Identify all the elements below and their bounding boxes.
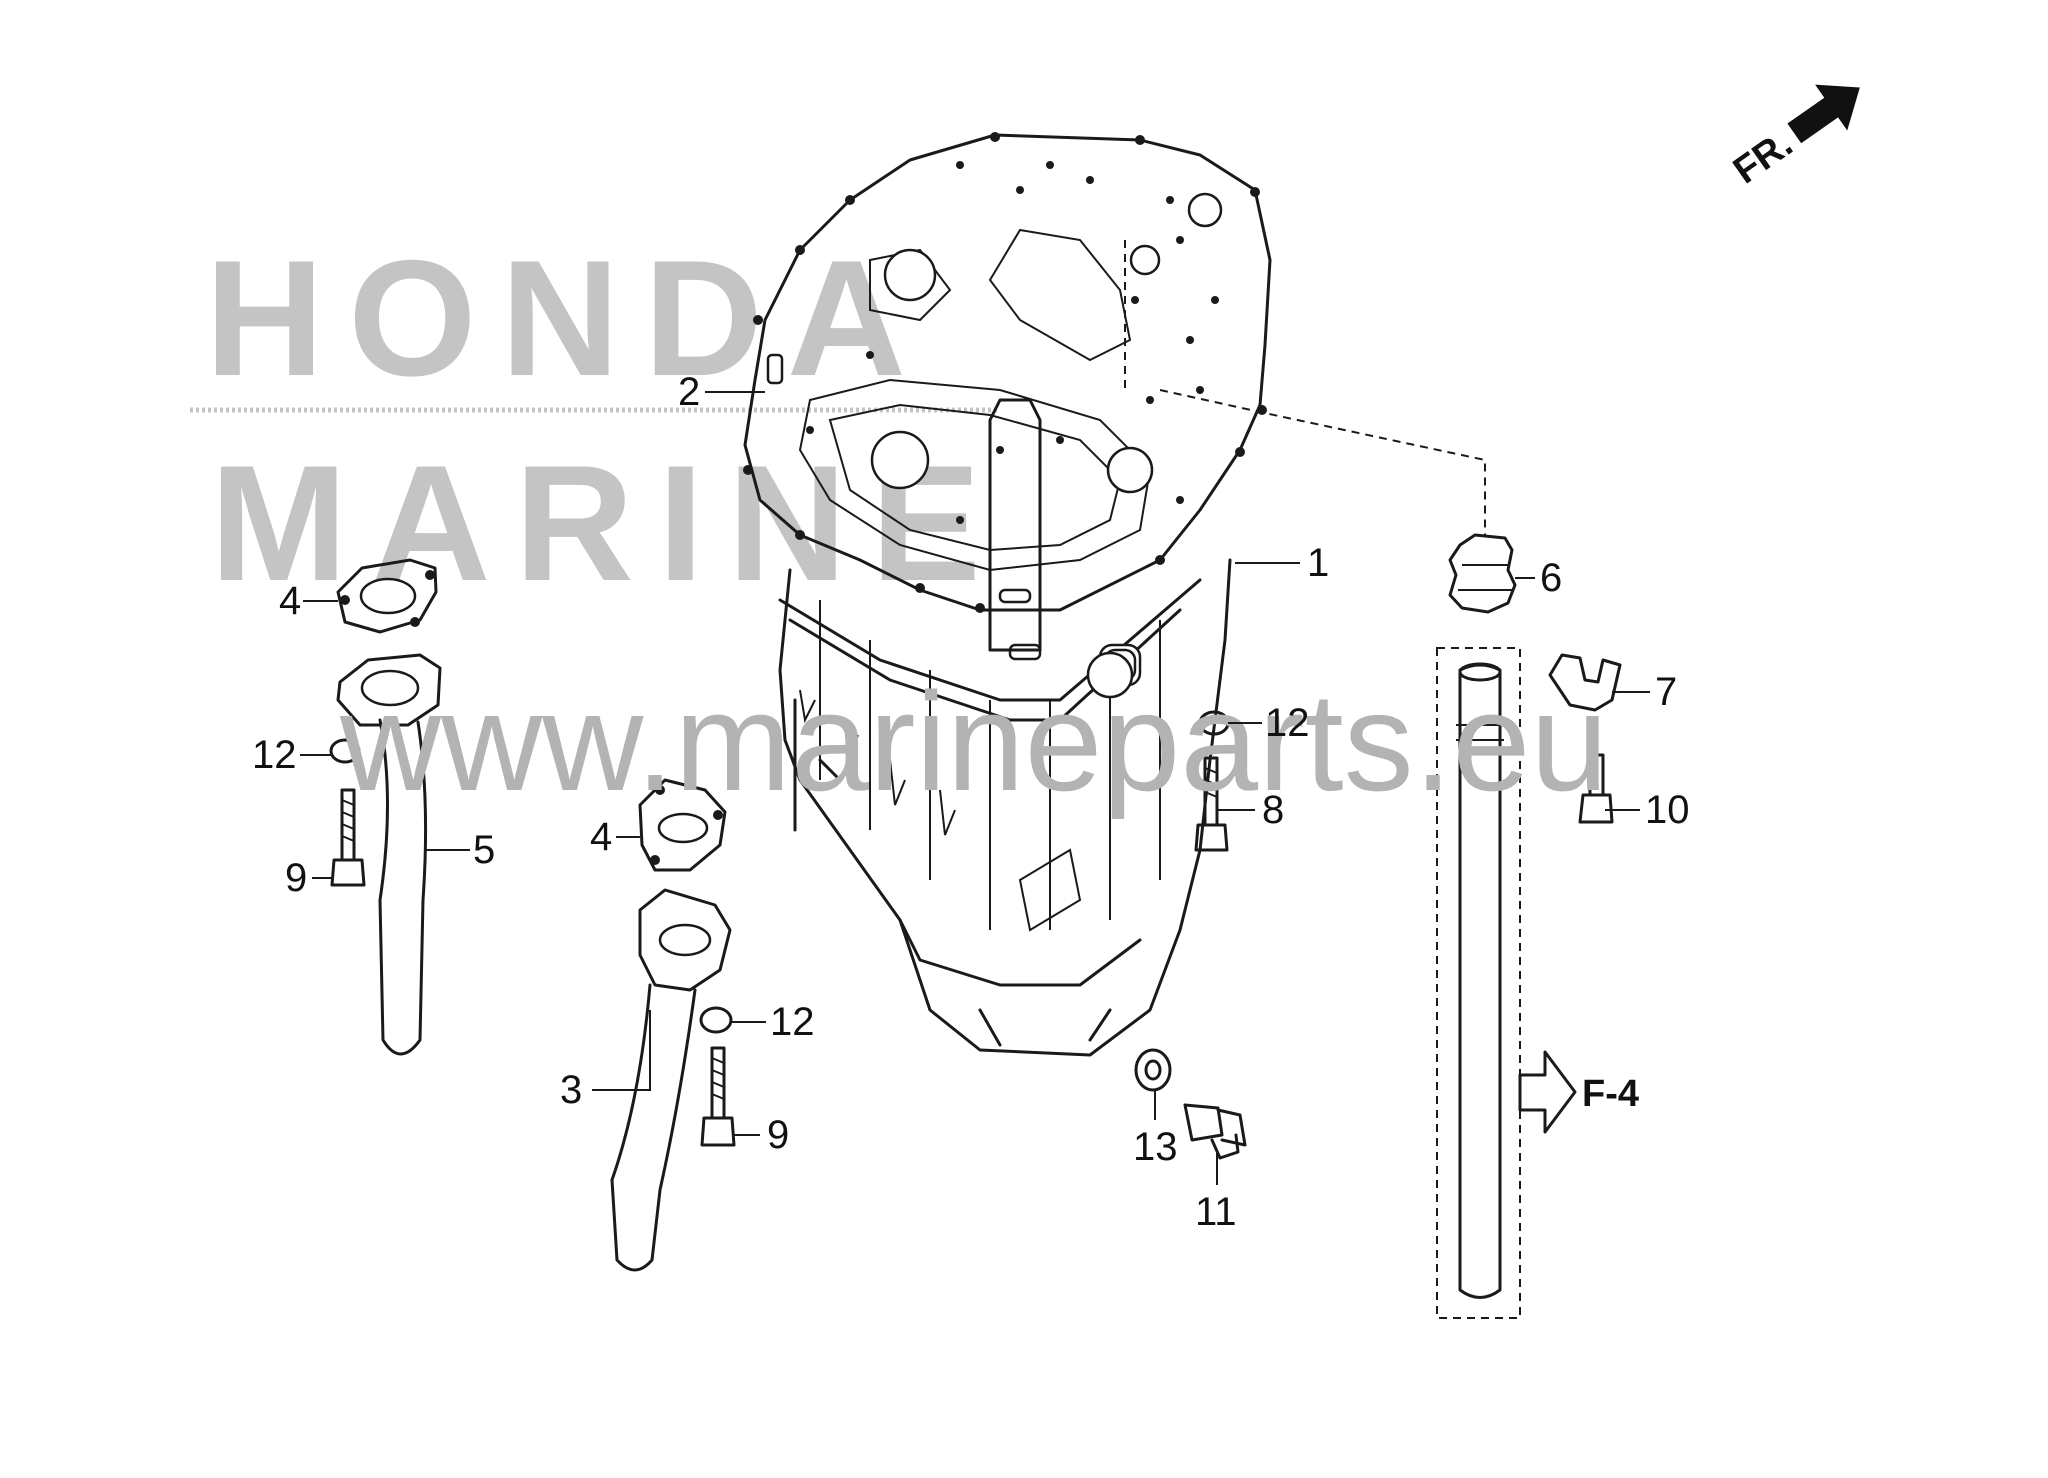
pipe-part-5 (336, 653, 442, 1056)
reference-f4: F-4 (1518, 1050, 1639, 1134)
callout-leaders (300, 391, 1650, 1185)
callout-3: 3 (560, 1068, 582, 1112)
plate-to-grommet-leader (1159, 389, 1486, 535)
bolt-part-9-right (700, 1046, 736, 1147)
clip-part-7 (1548, 653, 1622, 712)
watermark-brand-line1: HONDA (205, 226, 930, 410)
callout-12-left: 12 (252, 733, 297, 777)
grommet-part-6 (1448, 533, 1517, 614)
watermark-url: www.marineparts.eu (339, 663, 1608, 820)
flange-part-4-lower (638, 778, 727, 872)
callout-10: 10 (1645, 788, 1690, 832)
plate-bolt-holes (743, 132, 1267, 613)
pipe-part-3 (610, 888, 732, 1272)
block-inner-cylinder (988, 398, 1042, 652)
front-arrow-icon (1787, 84, 1860, 144)
callout-12-right: 12 (1265, 701, 1310, 745)
nut-part-12-lower (699, 1006, 733, 1034)
callout-12-lower: 12 (770, 1000, 815, 1044)
callout-2: 2 (678, 370, 700, 414)
callout-11: 11 (1195, 1190, 1237, 1234)
callout-6: 6 (1540, 556, 1562, 600)
callout-labels: 1 2 3 4 4 5 6 7 8 9 9 10 11 12 12 12 13 (252, 370, 1690, 1234)
reference-arrow-icon (1518, 1050, 1577, 1134)
bolt-part-10 (1578, 753, 1614, 824)
nut-part-12-left (329, 738, 361, 764)
dipstick-tube-assembly (1436, 647, 1521, 1319)
flange-part-4-upper (336, 558, 438, 634)
reference-label: F-4 (1582, 1073, 1639, 1115)
callout-4-upper: 4 (279, 579, 301, 623)
bolt-part-8 (1194, 756, 1229, 852)
callout-13: 13 (1133, 1125, 1178, 1169)
watermark: HONDA MARINE (190, 226, 1005, 615)
callout-9-right: 9 (767, 1113, 789, 1157)
washer-part-13 (1134, 1048, 1172, 1092)
callout-5: 5 (473, 828, 495, 872)
direction-label: FR. (1726, 123, 1800, 193)
mounting-plate-part-2 (743, 132, 1272, 699)
drain-bolt-part-11 (1183, 1103, 1247, 1160)
callout-4-lower: 4 (590, 815, 612, 859)
callout-8: 8 (1262, 788, 1284, 832)
direction-indicator: FR. (1726, 84, 1860, 193)
watermark-brand-line2: MARINE (210, 431, 1005, 615)
callout-9-left: 9 (285, 856, 307, 900)
callout-7: 7 (1655, 670, 1677, 714)
bolt-part-9-left (330, 788, 366, 887)
callout-1: 1 (1307, 541, 1329, 585)
